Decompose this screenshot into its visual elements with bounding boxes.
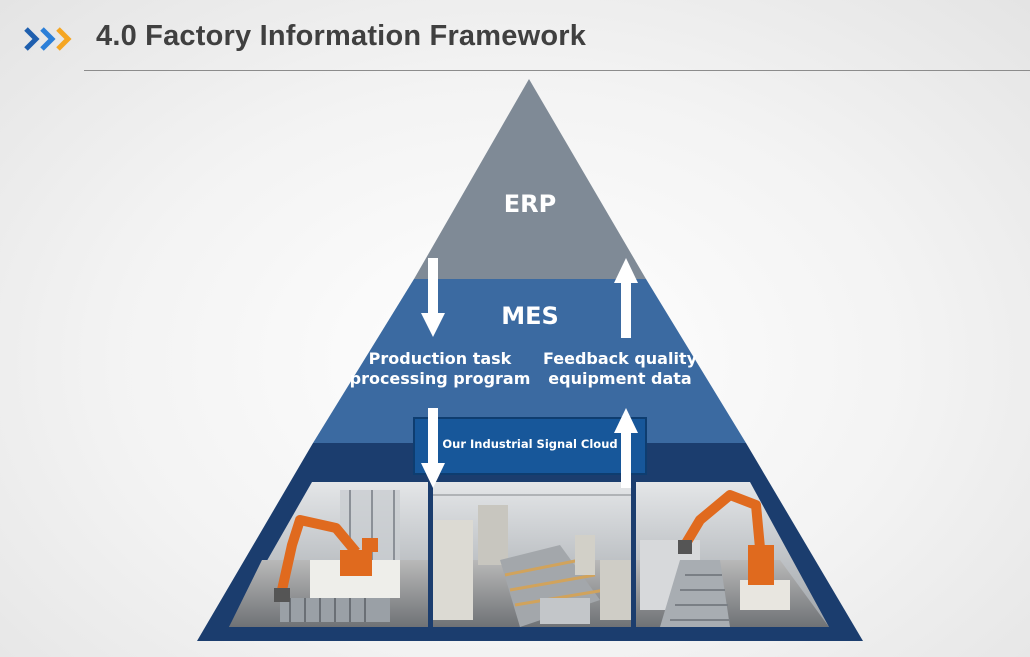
page-header: 4.0 Factory Information Framework	[0, 0, 1030, 72]
header-divider	[84, 70, 1030, 71]
factory-photo-production-line	[433, 482, 631, 627]
page-title: 4.0 Factory Information Framework	[96, 20, 587, 52]
up-arrow-icon	[614, 258, 638, 338]
factory-photo-robot-conveyor	[636, 482, 829, 627]
down-arrow-icon	[421, 258, 445, 337]
down-arrow-icon	[421, 408, 445, 488]
pyramid-erp-layer	[414, 79, 646, 279]
mes-label: MES	[501, 302, 559, 330]
factory-photo-robot-palletizer	[229, 482, 428, 627]
erp-label: ERP	[503, 190, 557, 218]
industrial-signal-cloud-label: Our Industrial Signal Cloud	[442, 437, 618, 451]
production-task-label: Production task processing program	[349, 349, 531, 388]
cloud-box	[413, 417, 647, 475]
feedback-quality-label: Feedback quality equipment data	[542, 349, 698, 388]
pyramid-mes-layer	[313, 279, 746, 443]
up-arrow-icon	[614, 408, 638, 488]
chevron-arrows-icon	[24, 27, 72, 51]
